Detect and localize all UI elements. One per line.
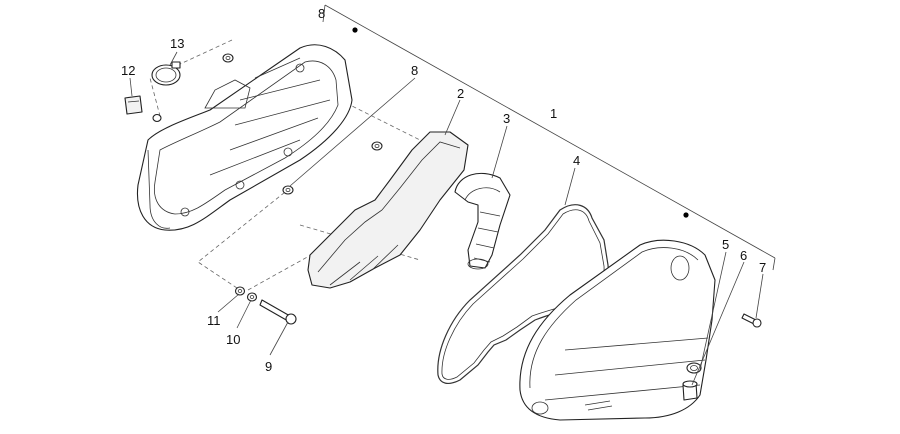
callout-12: 12 (121, 63, 135, 78)
callout-7: 7 (759, 260, 766, 275)
callout-labels: 1 2 3 4 5 6 7 8 8 9 10 11 12 13 (121, 6, 766, 374)
callout-13: 13 (170, 36, 184, 51)
callout-8-mid: 8 (411, 63, 418, 78)
part-7-screw (741, 313, 762, 328)
callout-1: 1 (550, 106, 557, 121)
callout-8-top: 8 (318, 6, 325, 21)
part-10-washer (246, 292, 258, 302)
callout-3: 3 (503, 111, 510, 126)
part-9-bolt (259, 299, 297, 325)
part-6-clip (686, 362, 702, 374)
alignment-lines (149, 39, 461, 291)
callout-2: 2 (457, 86, 464, 101)
part-12-clip (124, 95, 143, 115)
part-5-drain-cap (682, 380, 698, 401)
part-1-filter-cover (519, 239, 716, 421)
part-11-washer (234, 286, 246, 296)
part-2-filter-element (307, 131, 469, 289)
callout-11: 11 (207, 313, 221, 328)
callout-10: 10 (226, 332, 240, 347)
leader-lines (129, 51, 764, 386)
part-13-clamp (151, 61, 181, 86)
filter-housing (136, 44, 353, 231)
callout-5: 5 (722, 237, 729, 252)
assembly-bracket-1 (322, 4, 776, 271)
washers-8 (152, 53, 383, 195)
part-3-duct (454, 173, 511, 270)
callout-9: 9 (265, 359, 272, 374)
callout-6: 6 (740, 248, 747, 263)
callout-4: 4 (573, 153, 580, 168)
